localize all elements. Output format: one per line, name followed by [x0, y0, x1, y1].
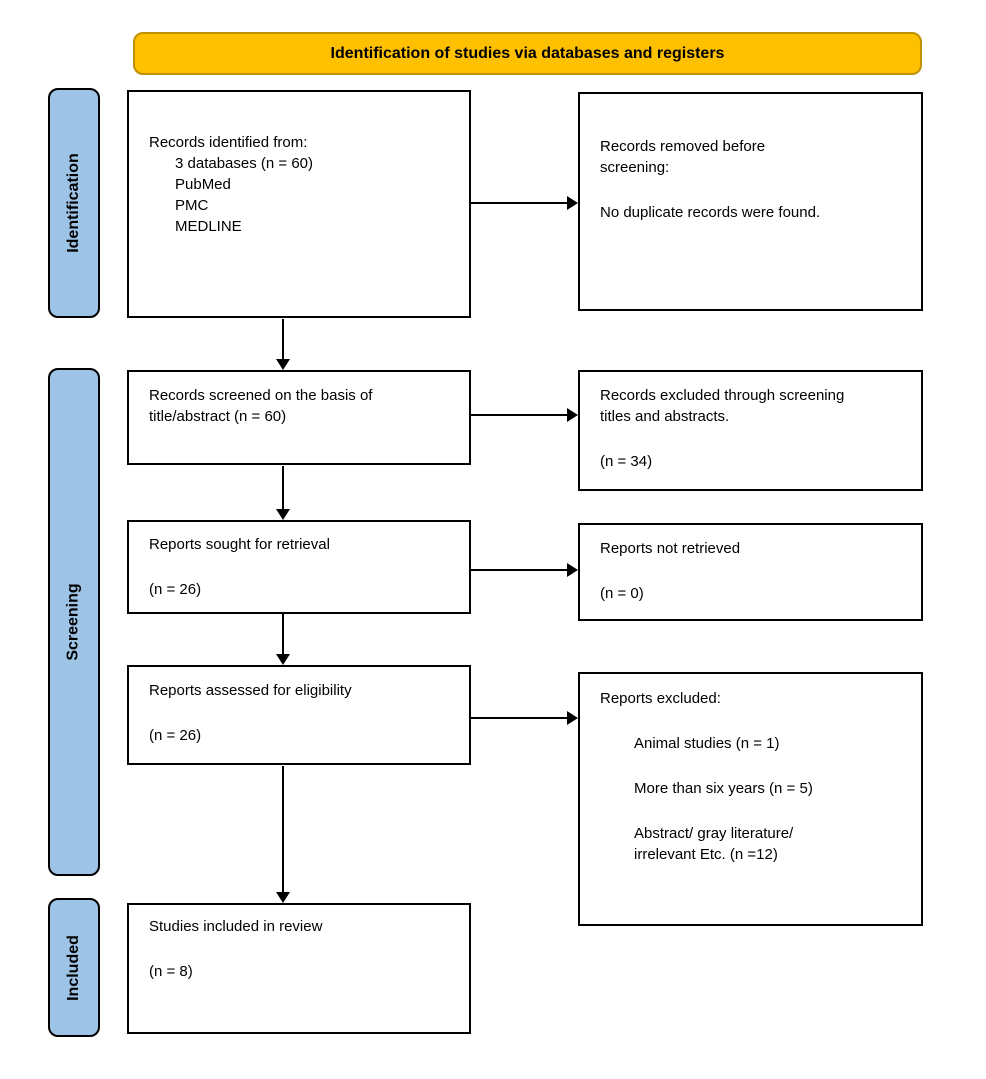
arrow-down-screened-to-sought	[276, 466, 290, 520]
box-records-removed: Records removed before screening: No dup…	[578, 92, 923, 311]
studies-included-count: (n = 8)	[149, 963, 193, 980]
stage-band-identification: Identification	[48, 88, 100, 318]
reports-sought-count: (n = 26)	[149, 581, 202, 598]
box-reports-sought: Reports sought for retrieval (n = 26)	[127, 520, 471, 614]
reports-excluded-intro: Reports excluded:	[600, 690, 721, 707]
list-item: MEDLINE	[175, 218, 242, 235]
arrow-right-identified-to-removed	[471, 196, 578, 210]
records-identified-intro: Records identified from:	[149, 134, 308, 151]
box-reports-excluded: Reports excluded: Animal studies (n = 1)…	[578, 672, 923, 926]
records-removed-detail: No duplicate records were found.	[600, 204, 821, 221]
arrow-down-identified-to-screened	[276, 319, 290, 370]
arrow-head-down-icon	[276, 509, 290, 520]
box-reports-not-retrieved: Reports not retrieved (n = 0)	[578, 523, 923, 621]
list-item: More than six years (n = 5)	[634, 780, 813, 797]
arrow-head-right-icon	[567, 196, 578, 210]
stage-label-included: Included	[65, 934, 82, 1001]
arrow-line	[471, 717, 568, 719]
arrow-right-sought-to-not-retrieved	[471, 563, 578, 577]
banner-title: Identification of studies via databases …	[133, 32, 922, 75]
arrow-head-right-icon	[567, 711, 578, 725]
records-excluded-count: (n = 34)	[600, 453, 653, 470]
reports-not-retrieved-text: Reports not retrieved	[600, 540, 741, 557]
arrow-right-assessed-to-excluded	[471, 711, 578, 725]
arrow-line	[282, 614, 284, 655]
stage-band-included: Included	[48, 898, 100, 1037]
records-screened-text: Records screened on the basis of title/a…	[149, 387, 373, 425]
arrow-head-right-icon	[567, 408, 578, 422]
arrow-head-down-icon	[276, 359, 290, 370]
box-reports-assessed: Reports assessed for eligibility (n = 26…	[127, 665, 471, 765]
reports-assessed-count: (n = 26)	[149, 727, 202, 744]
reports-assessed-text: Reports assessed for eligibility	[149, 682, 352, 699]
arrow-right-screened-to-excluded	[471, 408, 578, 422]
studies-included-text: Studies included in review	[149, 918, 323, 935]
box-records-excluded: Records excluded through screening title…	[578, 370, 923, 491]
reports-excluded-list: Animal studies (n = 1) More than six yea…	[634, 733, 901, 865]
box-records-screened: Records screened on the basis of title/a…	[127, 370, 471, 465]
box-records-identified: Records identified from: 3 databases (n …	[127, 90, 471, 318]
reports-not-retrieved-count: (n = 0)	[600, 585, 644, 602]
arrow-line	[471, 414, 568, 416]
records-identified-list: 3 databases (n = 60) PubMed PMC MEDLINE	[175, 153, 449, 237]
stage-band-screening: Screening	[48, 368, 100, 876]
box-studies-included: Studies included in review (n = 8)	[127, 903, 471, 1034]
list-item: PubMed	[175, 176, 231, 193]
arrow-head-down-icon	[276, 654, 290, 665]
records-excluded-text: Records excluded through screening title…	[600, 387, 845, 425]
stage-label-identification: Identification	[65, 153, 82, 253]
arrow-head-right-icon	[567, 563, 578, 577]
arrow-line	[471, 569, 568, 571]
stage-label-screening: Screening	[65, 583, 83, 661]
arrow-line	[282, 766, 284, 893]
arrow-head-down-icon	[276, 892, 290, 903]
list-item: Animal studies (n = 1)	[634, 735, 780, 752]
arrow-line	[282, 466, 284, 510]
list-item: Abstract/ gray literature/ irrelevant Et…	[634, 825, 794, 863]
arrow-line	[282, 319, 284, 360]
list-item: PMC	[175, 197, 209, 214]
records-removed-text: Records removed before screening:	[600, 138, 766, 176]
arrow-down-assessed-to-included	[276, 766, 290, 903]
arrow-down-sought-to-assessed	[276, 614, 290, 665]
arrow-line	[471, 202, 568, 204]
list-item: 3 databases (n = 60)	[175, 155, 314, 172]
reports-sought-text: Reports sought for retrieval	[149, 536, 330, 553]
